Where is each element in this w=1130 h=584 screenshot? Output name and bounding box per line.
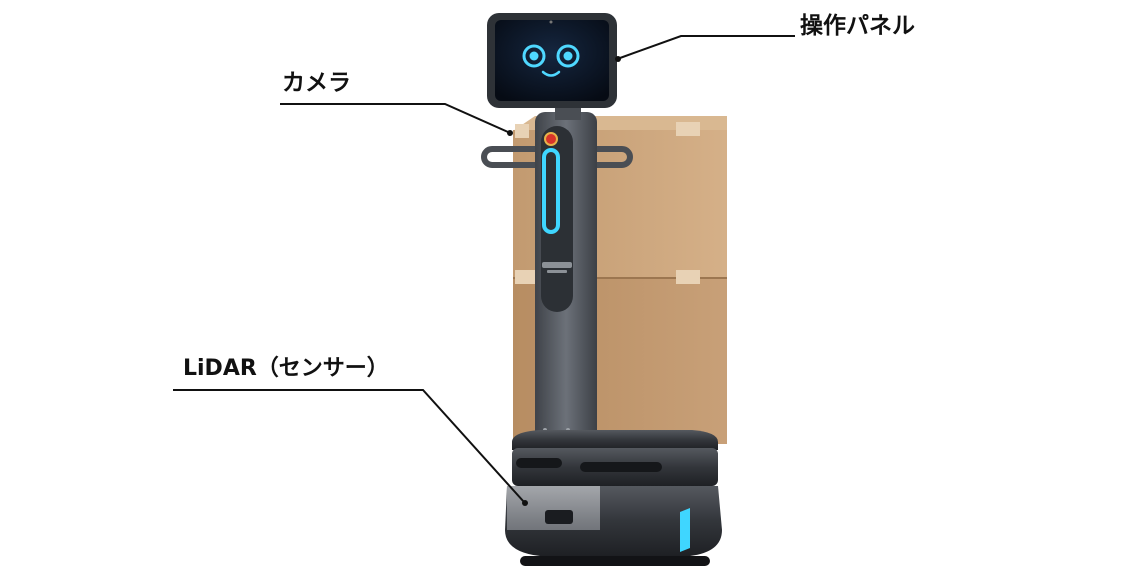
operation-panel	[487, 13, 617, 120]
robot-column	[535, 112, 597, 442]
callout-line-lidar	[173, 389, 525, 503]
robot-base	[505, 430, 722, 566]
callout-label-camera: カメラ	[282, 70, 351, 96]
callout-dot-camera	[507, 130, 513, 136]
callout-line-camera	[280, 103, 509, 133]
robot-face-icon	[522, 44, 580, 77]
callout-line-panel	[619, 35, 795, 59]
callout-dot-panel	[615, 56, 621, 62]
emergency-stop-icon	[544, 132, 558, 146]
callout-dot-lidar	[522, 500, 528, 506]
light-strip	[542, 148, 560, 234]
callout-label-panel: 操作パネル	[800, 13, 915, 39]
callout-label-lidar: LiDAR（センサー）	[183, 356, 389, 381]
